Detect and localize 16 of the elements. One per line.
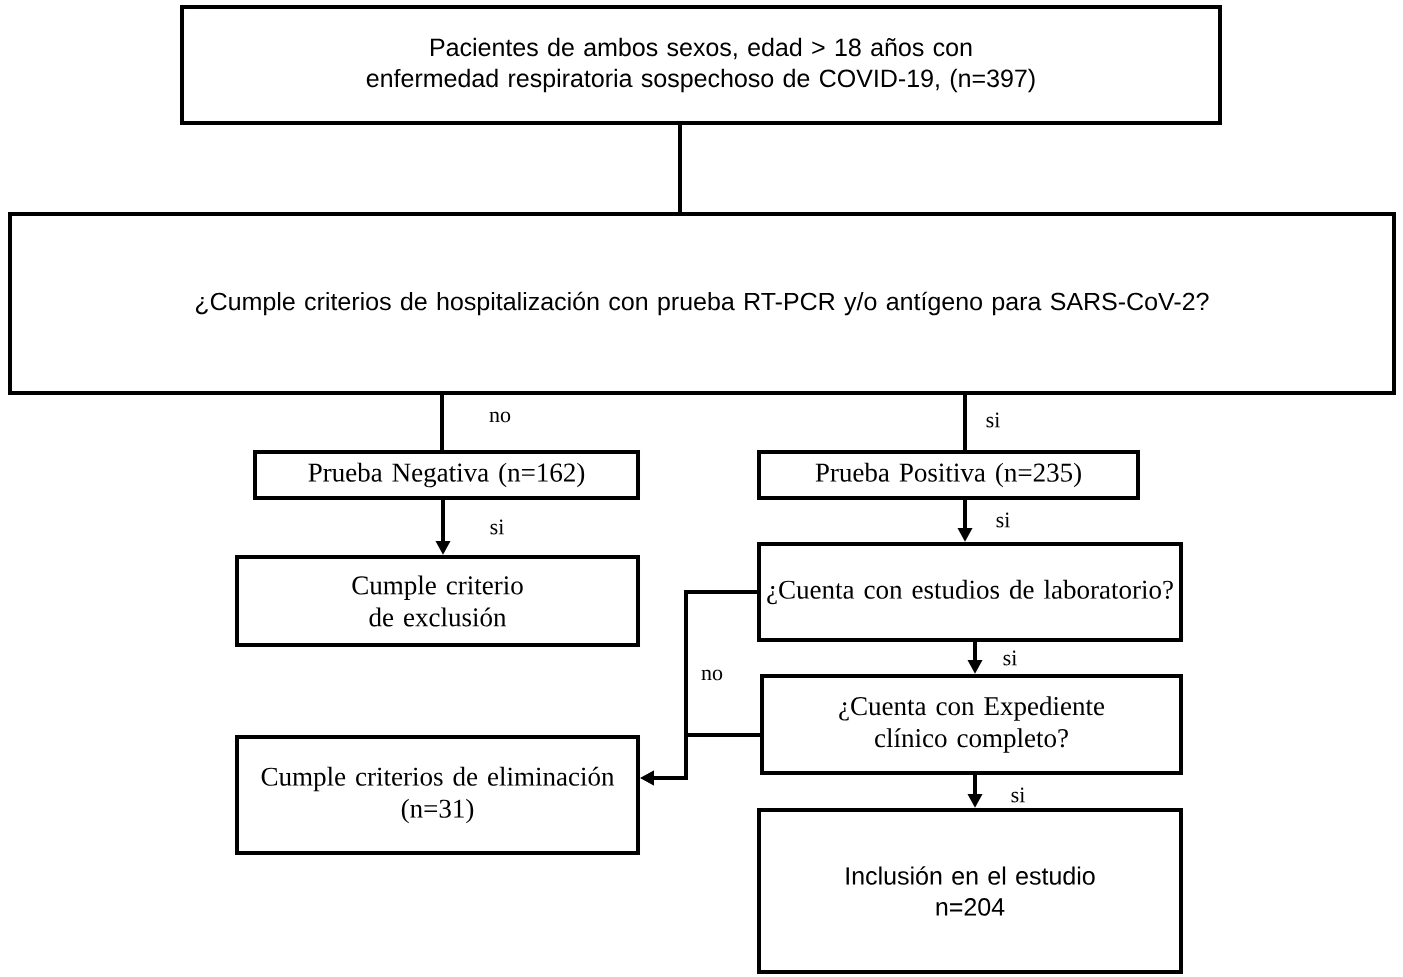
process-box: Cumple criterios de eliminación (n=31): [235, 735, 640, 855]
process-box: Cumple criterio de exclusión: [235, 555, 640, 647]
process-box: Prueba Positiva (n=235): [757, 450, 1140, 500]
edge-label: no: [489, 411, 511, 423]
edge-label: si: [1003, 650, 1017, 666]
edge-label: si: [1011, 787, 1025, 803]
process-box: Inclusión en el estudio n=204: [757, 808, 1183, 974]
edge-label: si: [986, 412, 1000, 428]
edge-label: si: [490, 519, 504, 535]
process-box: Pacientes de ambos sexos, edad > 18 años con enfermedad respiratoria sospechoso de COVID-19, (n=397): [180, 5, 1222, 125]
process-box: Prueba Negativa (n=162): [253, 450, 640, 500]
edge-label: si: [996, 512, 1010, 528]
process-box: ¿Cuenta con Expediente clínico completo?: [760, 674, 1183, 775]
process-box: ¿Cumple criterios de hospitalización con prueba RT-PCR y/o antígeno para SARS-CoV-2?: [8, 212, 1396, 395]
edge-label: no: [701, 669, 723, 681]
process-box: ¿Cuenta con estudios de laboratorio?: [757, 542, 1183, 642]
